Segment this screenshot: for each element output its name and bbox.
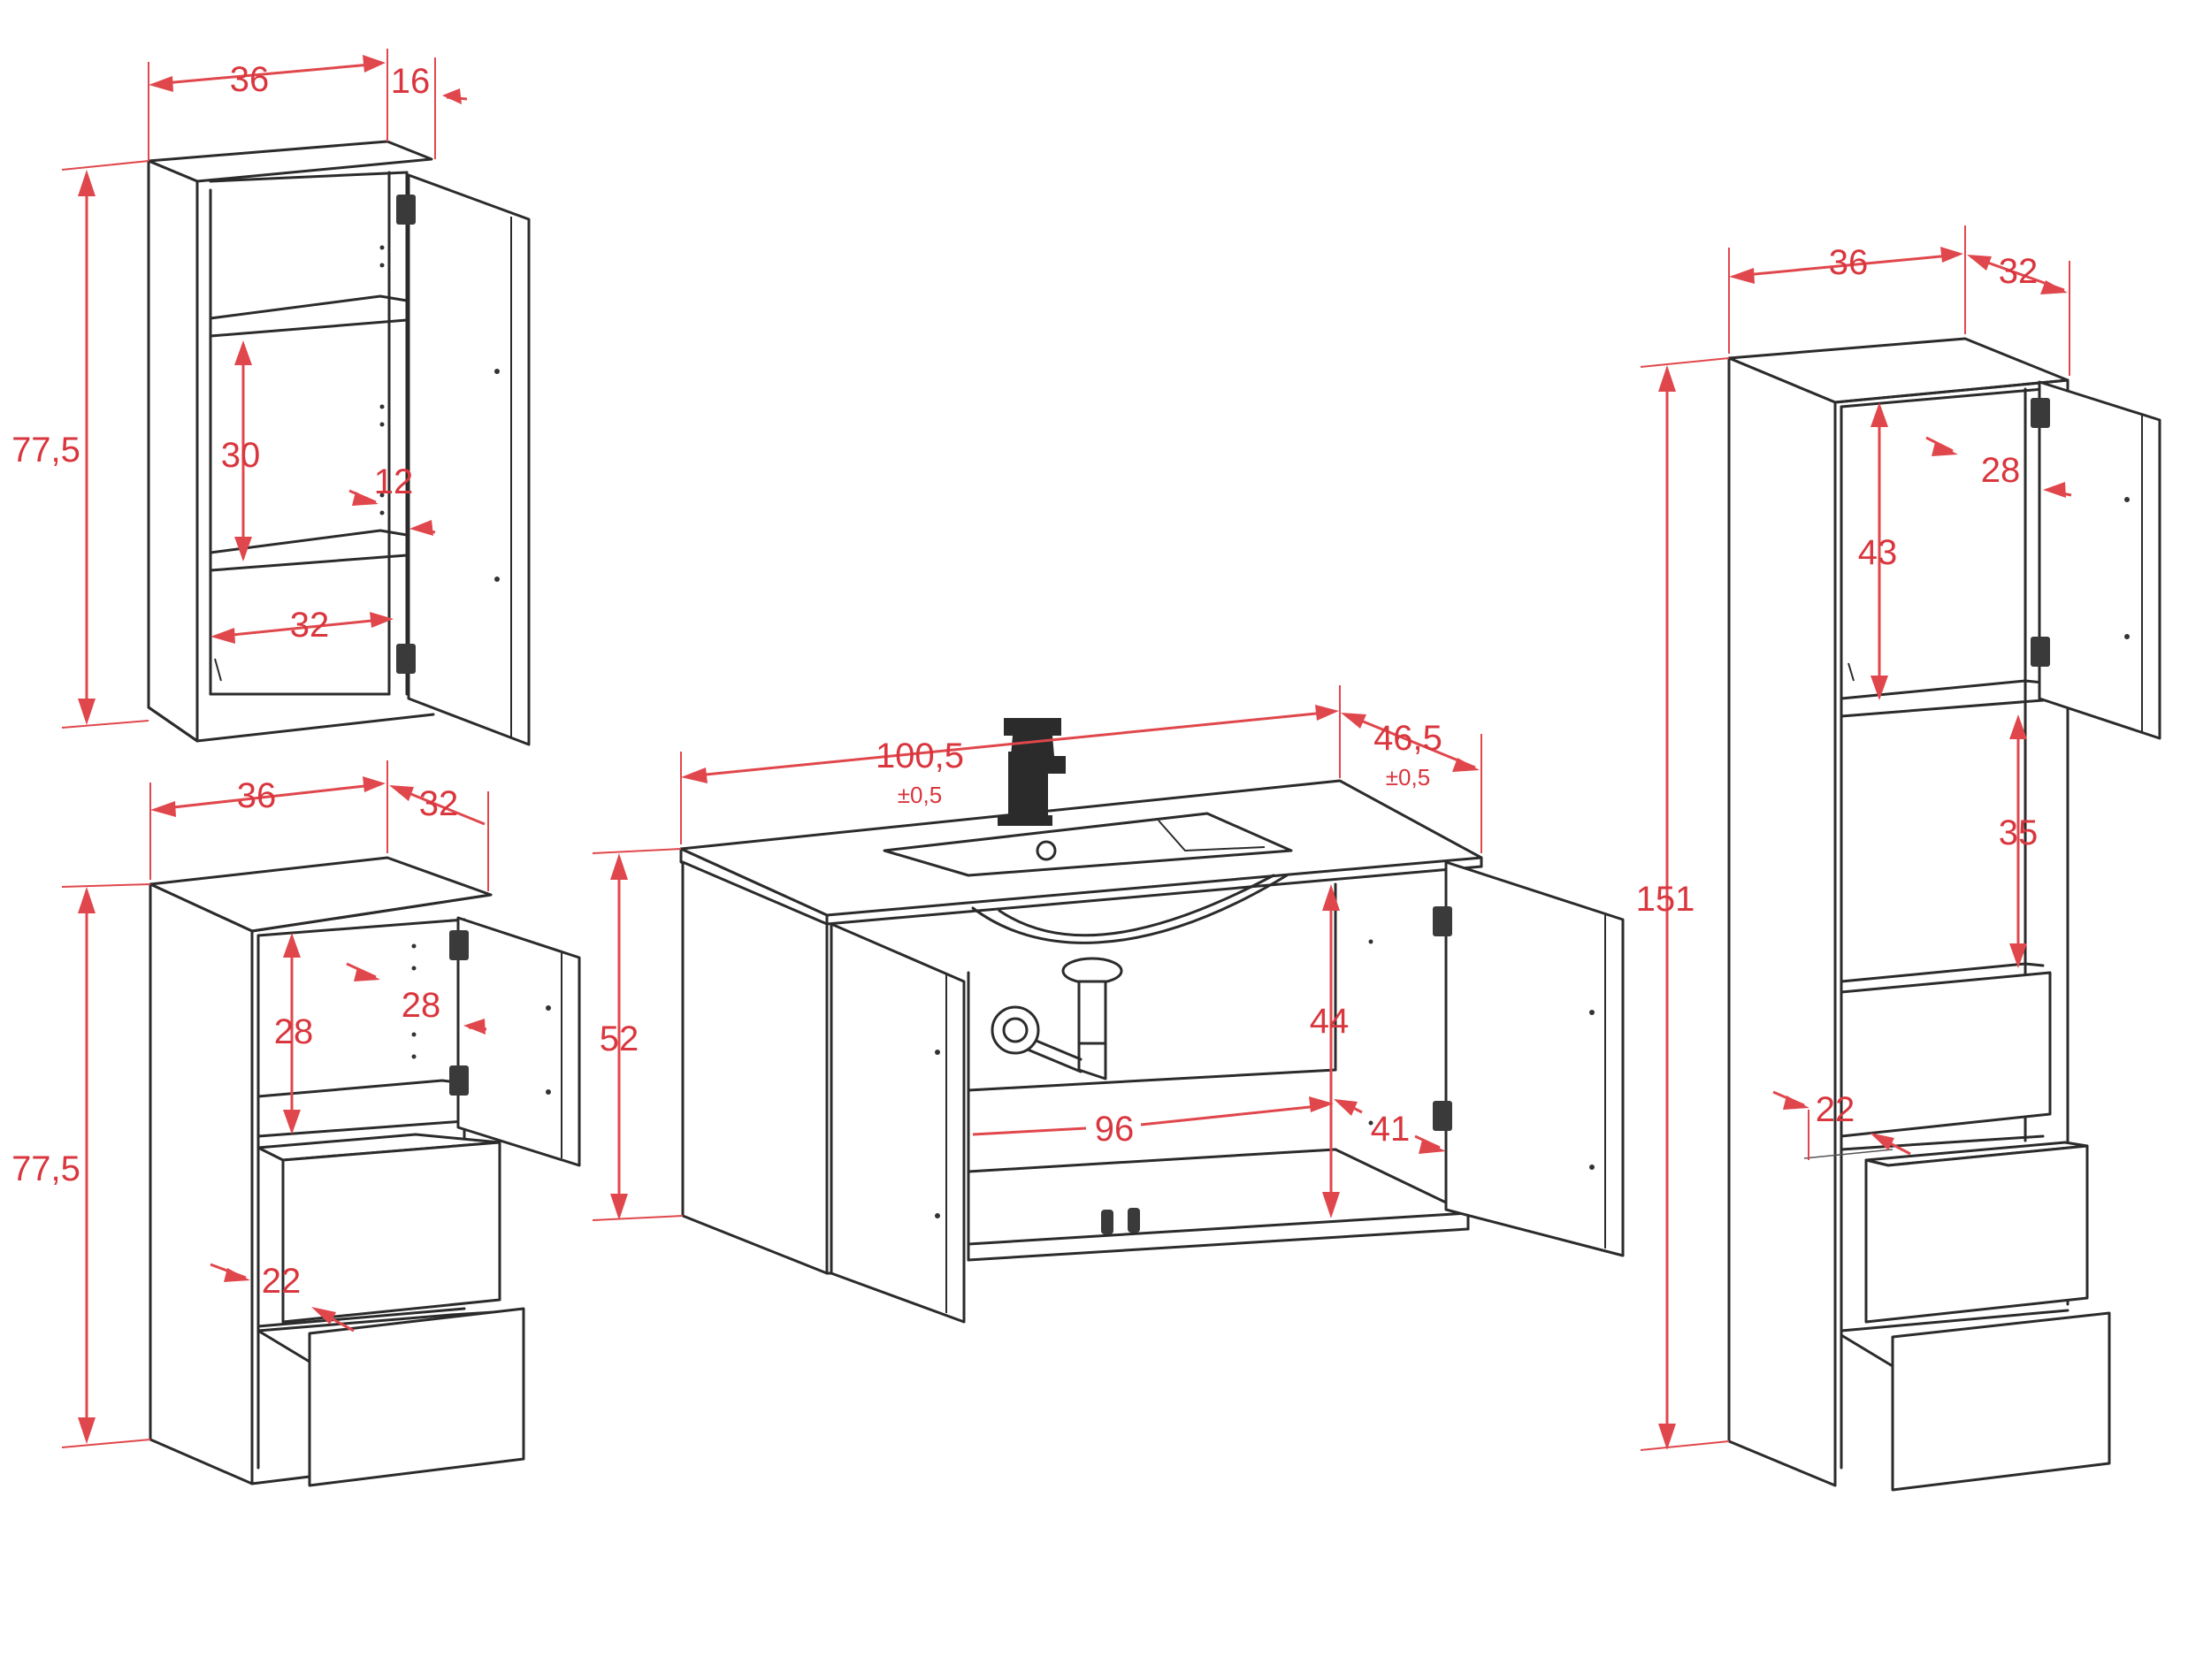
vanity-door-left: [830, 922, 966, 1324]
vanity-height-label: 52: [600, 1019, 639, 1058]
side-cabinet-drawer-upper: [256, 1133, 501, 1324]
tall-cabinet-drawer-upper: [1840, 971, 2052, 1138]
wall-height-label: 77,5: [11, 431, 80, 470]
tall-middle-gap-label: 35: [1999, 813, 2039, 852]
vanity-unit: [679, 718, 1625, 1324]
side-drawer-label: 22: [262, 1262, 302, 1301]
side-depth-label: 32: [419, 784, 459, 823]
side-cabinet: [149, 856, 581, 1487]
hinge-icon: [2031, 398, 2050, 667]
tall-upper-gap-label: 43: [1858, 533, 1898, 572]
side-width-label: 36: [237, 776, 277, 815]
vanity-inner-width-label: 96: [1095, 1110, 1135, 1149]
vanity-width-label: 100,5: [876, 737, 964, 775]
wall-width-label: 36: [230, 60, 270, 99]
tall-height-label: 151: [1636, 880, 1695, 919]
side-cabinet-dimensions: 36 32 77,5 28 28 22: [11, 760, 489, 1448]
sink-basin: [883, 812, 1293, 944]
vanity-door-right: [1444, 860, 1625, 1257]
side-door-inset-label: 28: [402, 986, 441, 1025]
tall-depth-label: 32: [1999, 252, 2039, 291]
wall-door-thickness-label: 12: [374, 462, 414, 501]
side-shelf-gap-label: 28: [274, 1012, 314, 1051]
vanity-depth-tolerance: ±0,5: [1386, 764, 1430, 790]
tall-width-label: 36: [1829, 243, 1869, 282]
tall-cabinet-drawer-lower: [1840, 1311, 2111, 1492]
vanity-width-tolerance: ±0,5: [898, 782, 942, 808]
hinge-icon: [396, 195, 416, 674]
hinge-icon: [1433, 906, 1452, 1131]
tall-cabinet-drawer-middle: [1864, 1141, 2089, 1324]
feet-icon: [1101, 1208, 1140, 1234]
wall-shelf-gap-label: 30: [221, 436, 261, 475]
wall-cabinet: [147, 140, 531, 746]
tall-cabinet: [1727, 337, 2161, 1492]
tall-drawer-label: 22: [1816, 1090, 1855, 1129]
hinge-icon: [449, 930, 469, 1096]
side-cabinet-drawer-lower: [256, 1307, 525, 1487]
siphon-icon: [991, 957, 1123, 1081]
wall-depth-label: 16: [391, 62, 431, 101]
vanity-inner-height-label: 44: [1310, 1002, 1350, 1041]
vanity-depth-label: 46,5: [1373, 719, 1442, 758]
tall-cabinet-dimensions: 36 32 151 43 28 35 22: [1636, 225, 2072, 1451]
vanity-dimensions: 100,5 ±0,5 46,5 ±0,5 52 44 96 41: [592, 685, 1482, 1221]
side-cabinet-door: [456, 916, 581, 1167]
tall-cabinet-door: [2038, 380, 2161, 740]
side-height-label: 77,5: [11, 1149, 80, 1188]
wall-cabinet-dimensions: 36 16 77,5 30 12 32: [11, 49, 468, 729]
wall-inner-width-label: 32: [290, 606, 330, 645]
vanity-inner-depth-label: 41: [1371, 1110, 1411, 1149]
tall-door-inset-label: 28: [1981, 451, 2021, 490]
